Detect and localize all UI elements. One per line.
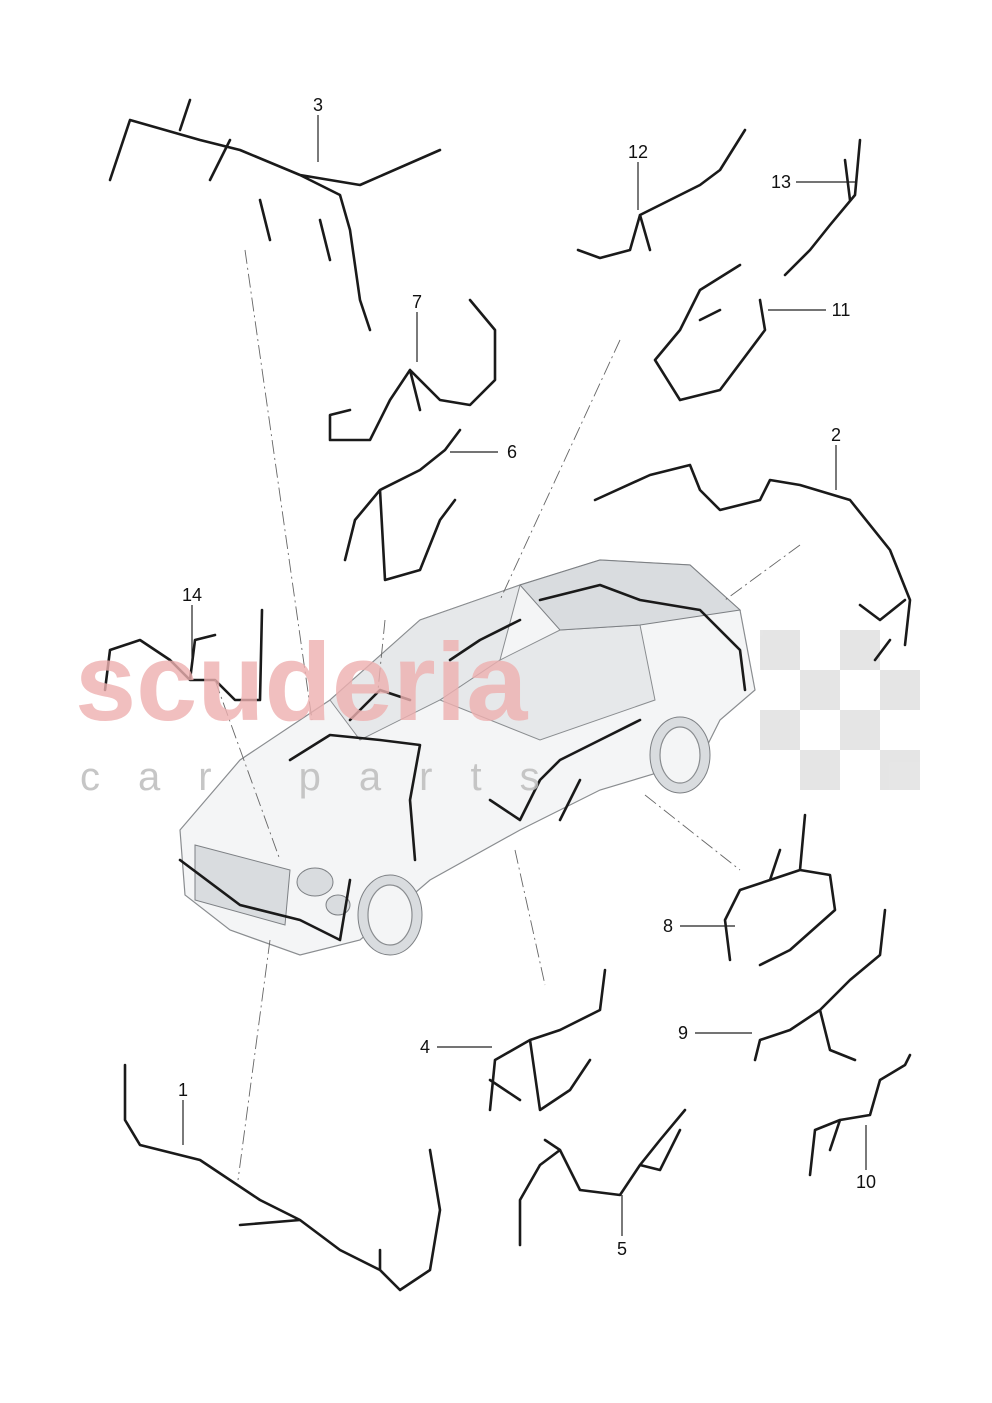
callout-label: 14 bbox=[182, 585, 202, 605]
harness-4 bbox=[488, 968, 607, 1112]
callout-label: 3 bbox=[313, 95, 323, 115]
callout-7[interactable]: 7 bbox=[412, 292, 422, 362]
callout-label: 11 bbox=[832, 300, 851, 320]
callout-label: 6 bbox=[507, 442, 517, 462]
callout-11[interactable]: 11 bbox=[768, 300, 850, 320]
harness-8 bbox=[723, 813, 837, 967]
callout-label: 4 bbox=[420, 1037, 430, 1057]
harness-5 bbox=[518, 1108, 687, 1247]
wiring-harnesses bbox=[103, 98, 912, 1292]
harness-14 bbox=[103, 608, 264, 702]
harness-9 bbox=[753, 908, 887, 1062]
harness-10 bbox=[808, 1053, 912, 1177]
reference-lines bbox=[214, 249, 801, 1181]
callout-3[interactable]: 3 bbox=[313, 95, 323, 162]
harness-installed bbox=[178, 583, 747, 942]
harness-11 bbox=[653, 263, 767, 402]
harness-2 bbox=[593, 463, 912, 662]
car-illustration bbox=[179, 559, 756, 956]
callout-label: 1 bbox=[178, 1080, 188, 1100]
callout-label: 10 bbox=[856, 1172, 876, 1192]
callout-label: 2 bbox=[831, 425, 841, 445]
callout-label: 9 bbox=[678, 1023, 688, 1043]
harness-7 bbox=[328, 298, 497, 442]
callout-2[interactable]: 2 bbox=[831, 425, 841, 490]
callout-5[interactable]: 5 bbox=[617, 1195, 627, 1259]
harness-6 bbox=[343, 428, 462, 582]
callout-label: 12 bbox=[628, 142, 648, 162]
callout-9[interactable]: 9 bbox=[678, 1023, 752, 1043]
callout-14[interactable]: 14 bbox=[182, 585, 202, 662]
harness-13 bbox=[783, 138, 862, 277]
callout-12[interactable]: 12 bbox=[628, 142, 648, 210]
callout-10[interactable]: 10 bbox=[856, 1125, 876, 1192]
callout-label: 7 bbox=[412, 292, 422, 312]
checker-flag-watermark bbox=[760, 630, 920, 790]
callout-1[interactable]: 1 bbox=[178, 1080, 188, 1145]
harness-12 bbox=[576, 128, 747, 260]
callouts: 1 2 3 4 5 6 7 8 9 10 11 12 13 14 bbox=[178, 95, 876, 1259]
callout-label: 13 bbox=[771, 172, 791, 192]
callout-6[interactable]: 6 bbox=[450, 442, 517, 462]
callout-label: 8 bbox=[663, 916, 673, 936]
callout-8[interactable]: 8 bbox=[663, 916, 735, 936]
harness-1 bbox=[123, 1063, 442, 1292]
callout-13[interactable]: 13 bbox=[771, 172, 855, 192]
callout-4[interactable]: 4 bbox=[420, 1037, 492, 1057]
harness-3 bbox=[108, 98, 442, 332]
callout-label: 5 bbox=[617, 1239, 627, 1259]
